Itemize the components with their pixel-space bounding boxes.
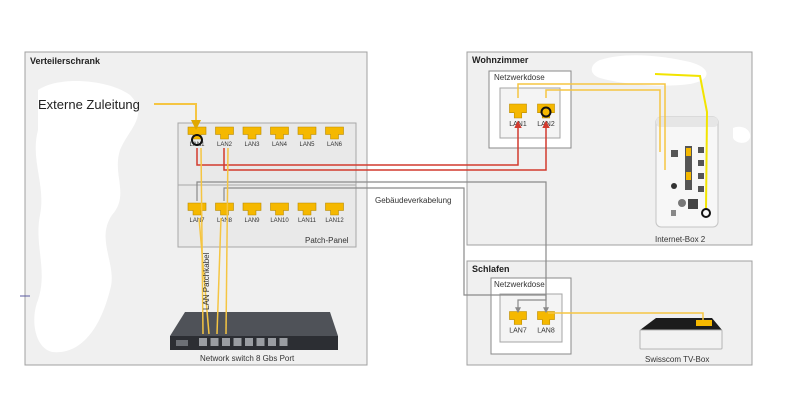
cable-patch-lan8 xyxy=(216,217,222,335)
internet-box: Internet-Box 2 xyxy=(655,116,719,244)
sleeping-socket-ports: LAN7 LAN8 xyxy=(509,311,555,335)
living-socket: Netzwerkdose xyxy=(488,70,572,149)
building-cabling-label: Gebäudeverkabelung xyxy=(375,196,452,205)
patch-panel-title: Patch-Panel xyxy=(305,236,349,245)
patch-cable-label: LAN Patchkabel xyxy=(202,252,211,310)
tv-box: Swisscom TV-Box xyxy=(639,318,723,364)
redaction-blobs xyxy=(34,55,751,353)
switch-port xyxy=(256,338,265,346)
cable-red-lan1-living xyxy=(196,120,522,166)
sleeping-socket-title: Netzwerkdose xyxy=(494,280,545,289)
switch-label: Network switch 8 Gbs Port xyxy=(200,354,295,363)
sleeping-port-lan8-label: LAN8 xyxy=(537,328,555,335)
cable-external-feed xyxy=(154,103,201,130)
patch-port-lan5: LAN5 xyxy=(297,126,317,148)
patch-port-lan11: LAN11 xyxy=(297,202,317,224)
patch-port-lan4-label: LAN4 xyxy=(272,142,288,148)
cable-grey-lan8-sleeping xyxy=(223,187,549,314)
cable-living-to-box-1 xyxy=(517,83,666,170)
patch-panel-bottom-ports: LAN7 LAN8 LAN9 LAN10 LAN11 LAN12 xyxy=(187,202,344,224)
patch-port-lan3: LAN3 xyxy=(242,126,262,148)
switch-port xyxy=(279,338,288,346)
switch-port xyxy=(268,338,276,346)
patch-port-lan2: LAN2 xyxy=(215,126,234,148)
cable-red-lan2-living xyxy=(223,120,550,171)
switch-port xyxy=(210,338,219,346)
patch-port-lan8: LAN8 xyxy=(215,202,234,224)
cable-sleeping-to-tv xyxy=(548,312,704,320)
room-living-title: Wohnzimmer xyxy=(472,55,529,65)
patch-port-lan12-label: LAN12 xyxy=(325,218,344,224)
patch-port-lan11-label: LAN11 xyxy=(298,218,317,224)
cable-patch-lan2 xyxy=(225,147,229,335)
patch-port-lan5-label: LAN5 xyxy=(299,142,315,148)
port-marker-living-lan2 xyxy=(540,106,552,118)
sleeping-port-lan7-label: LAN7 xyxy=(509,328,527,335)
sleeping-socket: Netzwerkdose xyxy=(490,277,572,355)
room-cabinet-title: Verteilerschrank xyxy=(30,56,101,66)
sleeping-port-lan7: LAN7 xyxy=(509,311,527,335)
switch-port xyxy=(222,338,230,346)
tv-box-label: Swisscom TV-Box xyxy=(645,355,709,364)
switch-port xyxy=(233,338,242,346)
room-sleeping-title: Schlafen xyxy=(472,264,510,274)
switch-port-group xyxy=(199,338,288,346)
patch-port-lan4: LAN4 xyxy=(270,126,289,148)
sleeping-port-lan8: LAN8 xyxy=(537,311,555,335)
cable-grey-lan7-sleeping xyxy=(196,181,547,314)
external-feed-label: Externe Zuleitung xyxy=(38,97,140,112)
cable-patch-lan1 xyxy=(200,147,204,335)
patch-port-lan12: LAN12 xyxy=(325,202,344,224)
patch-port-lan3-label: LAN3 xyxy=(244,142,260,148)
cable-living-to-box-2 xyxy=(545,89,661,152)
patch-port-lan10: LAN10 xyxy=(270,202,289,224)
cable-router-uplink xyxy=(654,73,709,211)
port-marker-internet-box xyxy=(701,208,711,218)
patch-port-lan7-label: LAN7 xyxy=(189,218,205,224)
patch-port-lan9-label: LAN9 xyxy=(244,218,260,224)
patch-port-lan8-label: LAN8 xyxy=(217,218,233,224)
switch-port xyxy=(199,338,207,346)
switch-port xyxy=(245,338,253,346)
living-socket-title: Netzwerkdose xyxy=(494,73,545,82)
patch-port-lan10-label: LAN10 xyxy=(270,218,289,224)
network-switch: Network switch 8 Gbs Port xyxy=(170,312,338,363)
patch-port-lan2-label: LAN2 xyxy=(217,142,233,148)
cables xyxy=(154,73,711,335)
patch-port-lan6: LAN6 xyxy=(325,126,344,148)
port-marker-lan1 xyxy=(191,134,203,146)
cable-patch-lan7 xyxy=(198,217,210,335)
internet-box-label: Internet-Box 2 xyxy=(655,235,706,244)
patch-port-lan6-label: LAN6 xyxy=(327,142,343,148)
patch-panel: Patch-Panel xyxy=(177,122,357,248)
patch-port-lan9: LAN9 xyxy=(242,202,262,224)
